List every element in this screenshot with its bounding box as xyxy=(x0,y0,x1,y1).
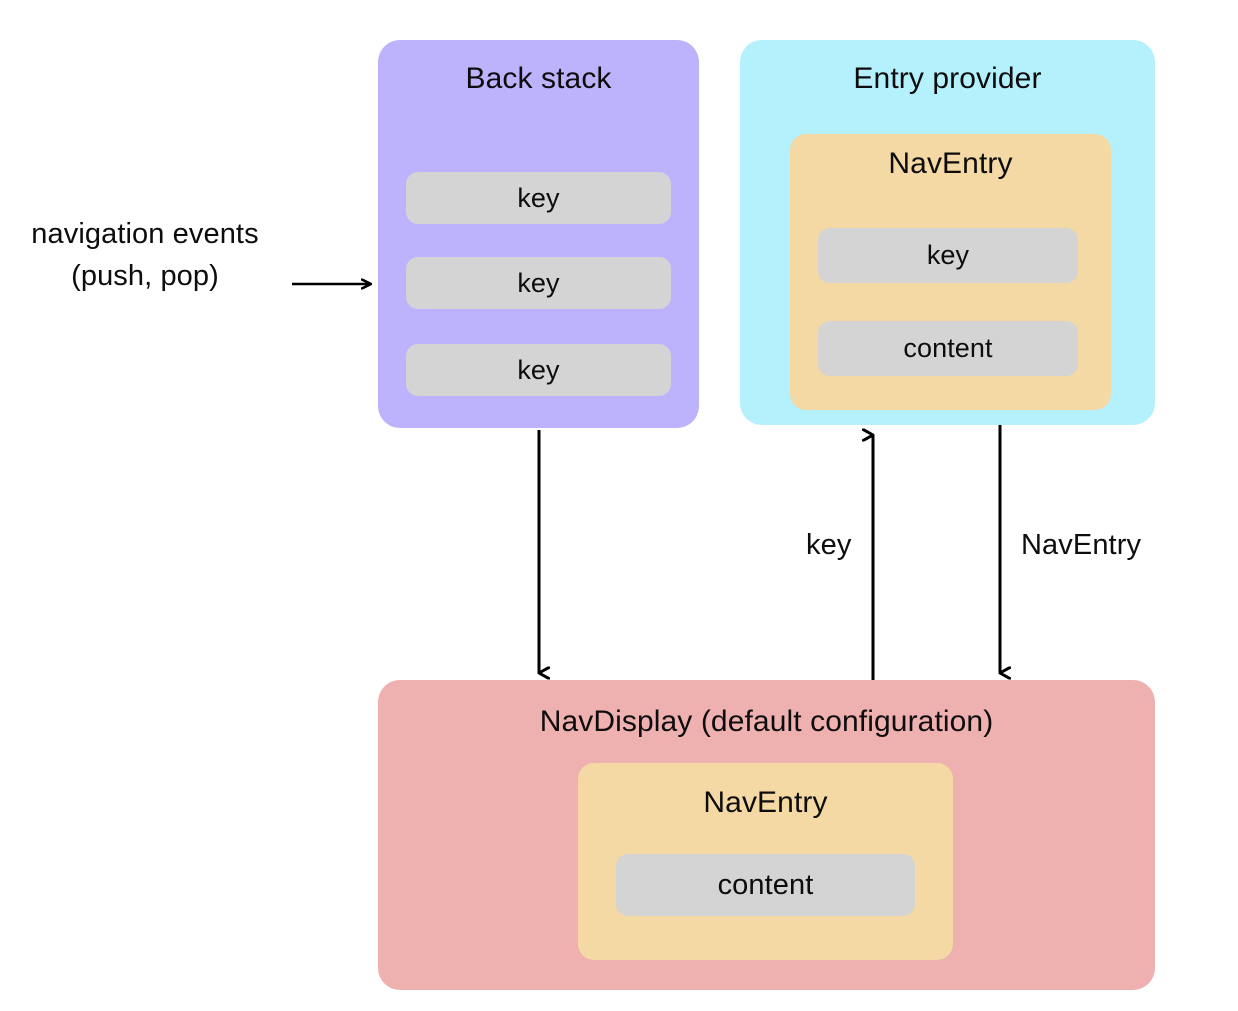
arrow-label-naventry: NavEntry xyxy=(1021,529,1142,561)
back-stack-key-0[interactable]: key xyxy=(406,172,671,224)
entry-provider-nav-entry-content[interactable]: content xyxy=(818,321,1078,376)
entry-provider-nav-entry-title: NavEntry xyxy=(888,147,1013,180)
back-stack-key-1[interactable]: key xyxy=(406,257,671,309)
arrow-label-key: key xyxy=(806,529,852,561)
entry-provider-title: Entry provider xyxy=(853,62,1042,95)
nav-display-nav-entry-content[interactable]: content xyxy=(616,854,915,916)
navigation-events-line2: (push, pop) xyxy=(71,260,219,292)
entry-provider-nav-entry-key[interactable]: key xyxy=(818,228,1078,283)
nav-display-nav-entry-title: NavEntry xyxy=(703,786,828,819)
back-stack-key-2[interactable]: key xyxy=(406,344,671,396)
nav-display-title: NavDisplay (default configuration) xyxy=(539,705,994,738)
back-stack-title: Back stack xyxy=(465,62,612,95)
navigation-events-line1: navigation events xyxy=(31,218,259,250)
navigation-events-label: navigation events (push, pop) xyxy=(10,213,280,297)
